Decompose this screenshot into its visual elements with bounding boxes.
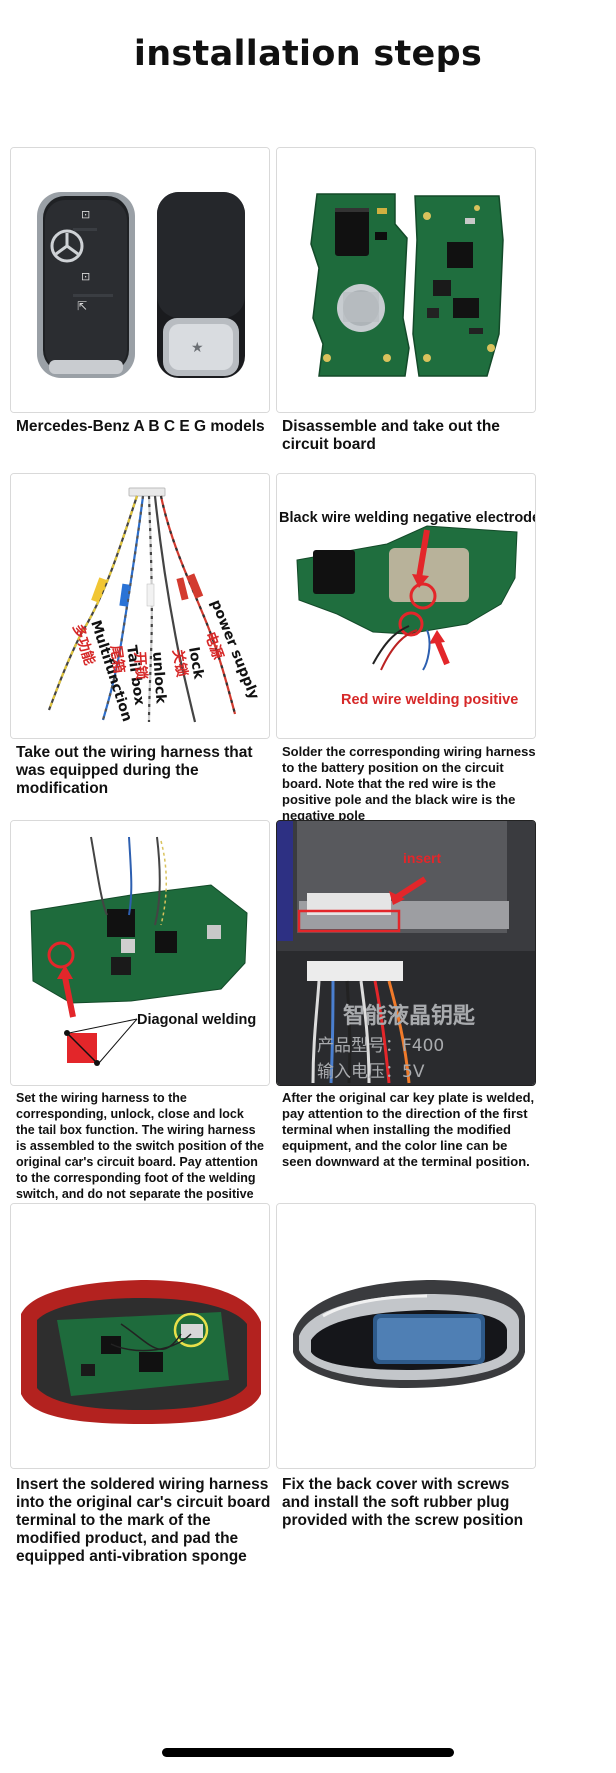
step-7-image [10,1203,270,1469]
label-tailbox-cn: 尾箱 [107,644,128,674]
step-2-caption: Disassemble and take out the circuit boa… [282,418,500,453]
label-diagonal-welding: Diagonal welding [137,1012,256,1028]
step-4-caption: Solder the corresponding wiring harness … [282,744,536,823]
svg-text:⇱: ⇱ [77,299,87,313]
key-front: ⊡ ⊡ ⇱ [37,192,135,378]
step-5-caption: Set the wiring harness to the correspond… [16,1091,264,1217]
step-3-caption: Take out the wiring harness that was equ… [16,744,253,797]
svg-text:⊡: ⊡ [81,208,90,221]
step-3-image: 多功能 Multifunction 尾箱 Tail box 开锁 unlock … [10,473,270,739]
step-6-image: insert 智能液晶钥匙 产品型号：F400 输入电压：5V [276,820,536,1086]
label-lock: lock [185,646,206,681]
step-6-caption: After the original car key plate is weld… [282,1090,535,1169]
step-1-caption: Mercedes-Benz A B C E G models [16,418,265,435]
key-back: ★ [157,192,245,378]
step-4-image: Black wire welding negative electrode Re… [276,473,536,739]
step-8-caption: Fix the back cover with screws and insta… [282,1476,524,1529]
plate-line-2: 产品型号：F400 [317,1036,444,1056]
step-2-image [276,147,536,413]
step-1-image: ⊡ ⊡ ⇱ ★ [10,147,270,413]
label-unlock-cn: 开锁 [131,651,150,680]
step-8-image [276,1203,536,1469]
label-red-wire: Red wire welding positive [341,692,518,708]
pcb-right [412,195,504,377]
page-title: installation steps [133,34,483,74]
plate-line-1: 智能液晶钥匙 [343,1003,475,1029]
svg-text:★: ★ [191,340,204,356]
label-lock-cn: 关锁 [169,648,191,679]
svg-text:⊡: ⊡ [81,270,90,283]
step-7-caption: Insert the soldered wiring harness into … [16,1476,271,1565]
plate-line-3: 输入电压：5V [317,1062,425,1082]
home-indicator[interactable] [162,1748,454,1757]
label-insert: insert [403,850,441,866]
pcb-left [310,193,410,377]
label-unlock: unlock [149,651,169,705]
step-5-image: Diagonal welding [10,820,270,1086]
harness-wires [47,495,237,723]
label-black-wire: Black wire welding negative electrode [279,510,535,526]
